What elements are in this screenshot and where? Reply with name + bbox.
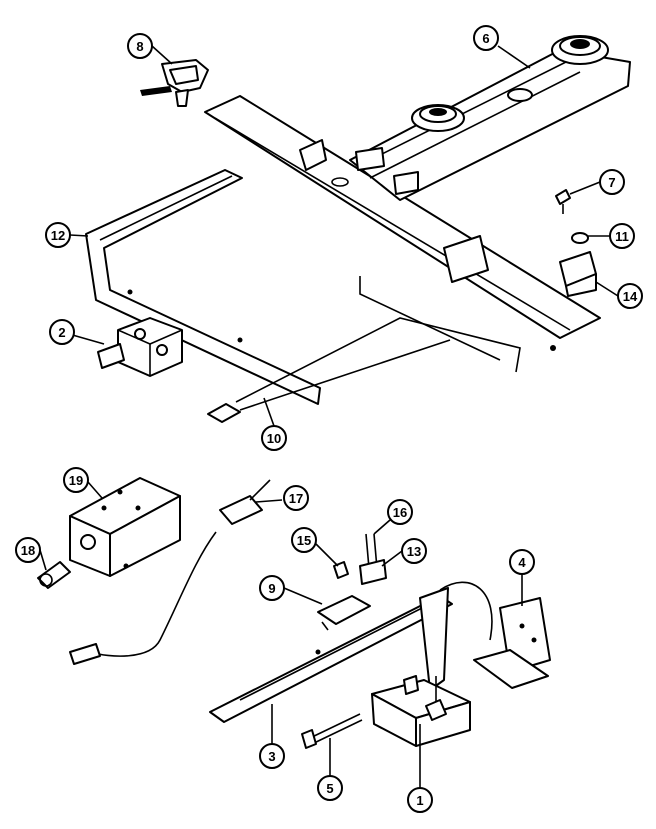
- callout-9: 9: [259, 575, 285, 601]
- callout-3: 3: [259, 743, 285, 769]
- part-18-orifice: [37, 561, 71, 589]
- svg-text:14: 14: [623, 289, 638, 304]
- part-14-bracket: [559, 251, 597, 297]
- callout-7: 7: [599, 169, 625, 195]
- callout-19: 19: [63, 467, 89, 493]
- part-9-pilot-burner: [317, 595, 371, 631]
- svg-text:11: 11: [615, 229, 629, 244]
- svg-text:1: 1: [416, 793, 423, 808]
- part-5-screw: [301, 713, 363, 749]
- part-1-safety-valve: [371, 675, 471, 747]
- part-13-fitting: [359, 559, 387, 585]
- manifold-bracket: [204, 95, 601, 351]
- part-19-control-box: [69, 477, 181, 577]
- callout-1: 1: [407, 787, 433, 813]
- callout-6: 6: [473, 25, 499, 51]
- callout-5: 5: [317, 775, 343, 801]
- callout-18: 18: [15, 537, 41, 563]
- svg-text:16: 16: [393, 505, 407, 520]
- part-6-burner-assembly: [349, 35, 631, 201]
- svg-text:6: 6: [482, 31, 489, 46]
- svg-text:10: 10: [267, 431, 281, 446]
- leader-lines: [39, 45, 619, 790]
- callout-15: 15: [291, 527, 317, 553]
- callout-10: 10: [261, 425, 287, 451]
- svg-text:7: 7: [608, 175, 615, 190]
- part-10-capillary-tube: [207, 276, 521, 423]
- svg-text:2: 2: [58, 325, 65, 340]
- part-17-igniter: [69, 479, 271, 665]
- callout-13: 13: [401, 538, 427, 564]
- part-11-nut: [571, 232, 589, 244]
- part-8-ignition-switch: [140, 59, 209, 107]
- svg-text:13: 13: [407, 544, 421, 559]
- svg-text:18: 18: [21, 543, 35, 558]
- callout-2: 2: [49, 319, 75, 345]
- svg-text:5: 5: [326, 781, 333, 796]
- svg-text:4: 4: [518, 555, 526, 570]
- callout-14: 14: [617, 283, 643, 309]
- svg-text:19: 19: [69, 473, 83, 488]
- callout-16: 16: [387, 499, 413, 525]
- svg-text:12: 12: [51, 228, 65, 243]
- svg-text:17: 17: [289, 491, 303, 506]
- callout-11: 11: [609, 223, 635, 249]
- part-4-bracket: [473, 597, 551, 689]
- callout-17: 17: [283, 485, 309, 511]
- callout-8: 8: [127, 33, 153, 59]
- svg-text:15: 15: [297, 533, 311, 548]
- svg-text:3: 3: [268, 749, 275, 764]
- part-12-support-rail: [85, 169, 321, 405]
- svg-text:8: 8: [136, 39, 143, 54]
- callout-12: 12: [45, 222, 71, 248]
- part-7-screw: [555, 189, 571, 214]
- part-2-thermostat: [97, 317, 183, 377]
- part-3-broil-burner: [209, 581, 493, 723]
- svg-text:9: 9: [268, 581, 275, 596]
- callout-4: 4: [509, 549, 535, 575]
